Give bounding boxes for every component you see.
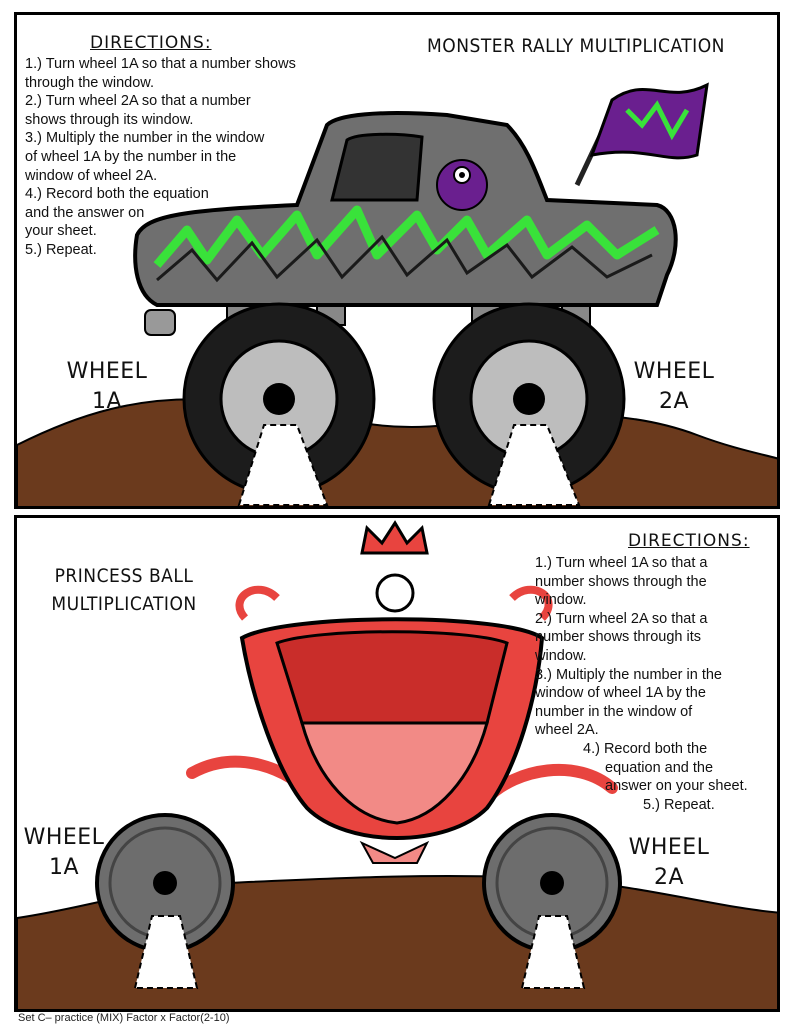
direction-line: window.: [535, 648, 587, 664]
wheel-2a-label: WHEEL 2A: [624, 833, 714, 893]
carriage-window: [275, 630, 509, 725]
direction-line: 3.) Multiply the number in the: [535, 666, 722, 683]
crown-ornament: [375, 573, 415, 613]
title-line: PRINCESS BALL: [54, 565, 194, 587]
wheel-1a-window: [133, 915, 199, 989]
direction-line: 2.) Turn wheel 2A so that a: [535, 610, 708, 627]
panel-title: PRINCESS BALL MULTIPLICATION: [39, 562, 209, 618]
left-scroll: [235, 585, 280, 621]
wheel-2a: [432, 302, 626, 506]
wheel-label-word: WHEEL: [66, 359, 148, 384]
monster-pupil: [459, 172, 465, 178]
wheel-1a-window: [237, 424, 329, 506]
direction-line: number in the window of: [535, 703, 693, 720]
wheel-2a-label: WHEEL 2A: [629, 357, 719, 417]
carriage-illustration: [17, 520, 777, 1009]
truck-flames-outline: [156, 234, 653, 283]
wheel-1a-label: WHEEL 1A: [19, 823, 109, 883]
direction-line: and the answer on: [25, 204, 145, 221]
direction-line: answer on your sheet.: [605, 778, 748, 795]
wheel-label-id: 2A: [653, 865, 685, 890]
carriage-lower-panel: [300, 721, 489, 825]
wheel-2a: [482, 813, 622, 989]
direction-line: 3.) Multiply the number in the window: [25, 130, 265, 147]
direction-line: number shows through the: [535, 573, 707, 590]
truck-window: [330, 132, 424, 202]
wheel-label-id: 2A: [658, 389, 690, 414]
direction-line: 1.) Turn wheel 1A so that a number shows: [25, 56, 296, 72]
wheel-label-word: WHEEL: [633, 359, 715, 384]
direction-line: equation and the: [605, 759, 714, 776]
truck-flames: [153, 205, 660, 268]
monster-sticker: [436, 159, 488, 211]
princess-ball-panel: PRINCESS BALL MULTIPLICATION DIRECTIONS:…: [14, 515, 780, 1012]
direction-line: 5.) Repeat.: [25, 242, 97, 258]
wheel-1a-label: WHEEL 1A: [62, 357, 152, 417]
wheel-2a-window: [487, 424, 581, 506]
direction-line: 2.) Turn wheel 2A so that a number: [25, 93, 251, 110]
wheel-label-word: WHEEL: [628, 835, 710, 860]
flag: [589, 82, 709, 160]
direction-line: 4.) Record both the equation: [25, 186, 209, 203]
direction-line: window of wheel 2A.: [25, 167, 158, 184]
directions-heading: DIRECTIONS:: [90, 33, 212, 53]
direction-line: through the window.: [25, 74, 154, 91]
right-scroll: [509, 585, 553, 621]
direction-line: wheel 2A.: [535, 722, 599, 739]
carriage-bow: [359, 840, 430, 864]
monster-truck-illustration: [17, 82, 777, 506]
monster-rally-panel: MONSTER RALLY MULTIPLICATION DIRECTIONS:…: [14, 12, 780, 509]
panel-title: MONSTER RALLY MULTIPLICATION: [427, 35, 725, 57]
direction-line: window.: [535, 592, 587, 609]
direction-line: window of wheel 1A by the: [535, 685, 706, 702]
direction-line: number shows through its: [535, 629, 702, 646]
wheel-2a-window: [520, 915, 586, 989]
wheel-1a: [95, 813, 235, 989]
direction-line: 1.) Turn wheel 1A so that a: [535, 555, 708, 571]
crown: [360, 520, 429, 555]
wheel-label-word: WHEEL: [23, 825, 105, 850]
footer-note: Set C– practice (MIX) Factor x Factor(2-…: [18, 1012, 230, 1024]
direction-line: shows through its window.: [25, 111, 194, 128]
wheel-1a: [182, 302, 376, 506]
wheel-label-id: 1A: [48, 855, 80, 880]
flag-flame: [625, 100, 690, 141]
directions-heading: DIRECTIONS:: [628, 531, 750, 551]
wheel-label-id: 1A: [91, 389, 123, 414]
title-line: MULTIPLICATION: [51, 593, 197, 615]
truck-body: [133, 111, 678, 307]
front-bumper: [144, 309, 176, 336]
direction-line: 4.) Record both the: [583, 741, 708, 757]
direction-line: 5.) Repeat.: [643, 796, 715, 813]
direction-line: of wheel 1A by the number in the: [25, 149, 237, 165]
direction-line: your sheet.: [25, 223, 97, 240]
